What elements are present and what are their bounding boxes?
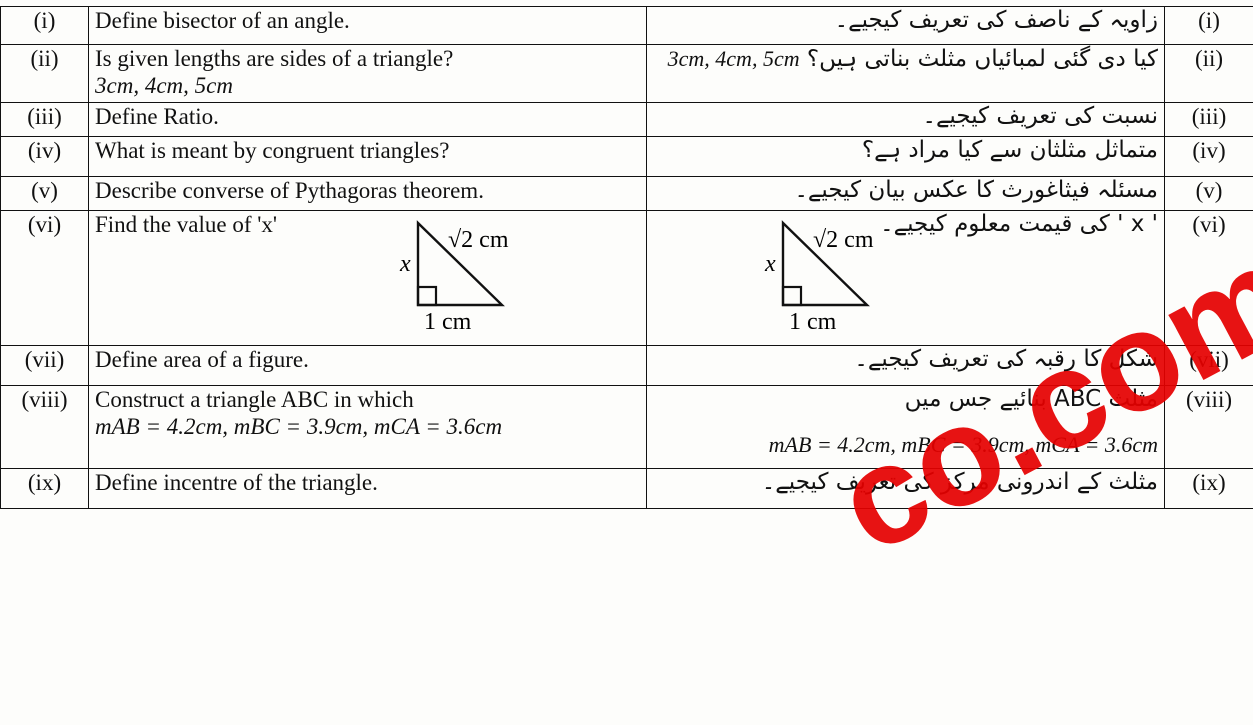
urdu-lengths: 3cm, 4cm, 5cm [668,46,800,71]
urdu-text: مثلث ABC بنائیے جس میں [653,386,1158,413]
question-line: Construct a triangle ABC in which [95,386,640,413]
question-row-ix: (ix) Define incentre of the triangle. مث… [1,469,1253,509]
question-number: (ii) [1,45,89,103]
question-text-urdu: ' x ' کی قیمت معلوم کیجیے۔ x √2 cm 1 cm [647,211,1165,346]
question-text-urdu: مثلث ABC بنائیے جس میں mAB = 4.2cm, mBC … [647,386,1165,469]
question-text-english: Define bisector of an angle. [89,7,647,45]
question-row-iii: (iii) Define Ratio. نسبت کی تعریف کیجیے۔… [1,103,1253,137]
question-text-urdu: متماثل مثلثان سے کیا مراد ہے؟ [647,137,1165,177]
question-number: (iv) [1,137,89,177]
question-number: (i) [1,7,89,45]
question-text-urdu: مسئلہ فیثاغورث کا عکس بیان کیجیے۔ [647,177,1165,211]
hypotenuse-label: √2 cm [813,227,874,253]
questions-table: (i) Define bisector of an angle. زاویہ ک… [0,6,1253,509]
question-measures: mAB = 4.2cm, mBC = 3.9cm, mCA = 3.6cm [95,413,640,440]
question-row-vii: (vii) Define area of a figure. شکل کا رق… [1,346,1253,386]
question-row-i: (i) Define bisector of an angle. زاویہ ک… [1,7,1253,45]
question-number-urdu: (v) [1165,177,1253,211]
question-line: Is given lengths are sides of a triangle… [95,45,640,72]
urdu-measures: mAB = 4.2cm, mBC = 3.9cm, mCA = 3.6cm [653,431,1158,458]
hypotenuse-label: √2 cm [448,227,509,253]
question-number-urdu: (ii) [1165,45,1253,103]
question-number-urdu: (ix) [1165,469,1253,509]
question-number: (v) [1,177,89,211]
question-text-urdu: مثلث کے اندرونی مرکز کی تعریف کیجیے۔ [647,469,1165,509]
base-label: 1 cm [424,309,472,335]
question-text-urdu: شکل کا رقبہ کی تعریف کیجیے۔ [647,346,1165,386]
question-text-urdu: نسبت کی تعریف کیجیے۔ [647,103,1165,137]
question-number-urdu: (iv) [1165,137,1253,177]
question-row-ii: (ii) Is given lengths are sides of a tri… [1,45,1253,103]
base-label: 1 cm [789,309,837,335]
question-number: (vi) [1,211,89,346]
question-number-urdu: (viii) [1165,386,1253,469]
question-number-urdu: (vii) [1165,346,1253,386]
find-x-text: Find the value of 'x' [95,212,277,237]
question-number-urdu: (vi) [1165,211,1253,346]
question-text-english: Is given lengths are sides of a triangle… [89,45,647,103]
question-text-english: Find the value of 'x' x √2 cm 1 cm [89,211,647,346]
question-line: Find the value of 'x' [95,211,640,238]
question-number: (viii) [1,386,89,469]
question-text-english: Define incentre of the triangle. [89,469,647,509]
question-lengths: 3cm, 4cm, 5cm [95,72,640,99]
side-x-label: x [399,251,411,277]
question-number-urdu: (iii) [1165,103,1253,137]
question-text-urdu: زاویہ کے ناصف کی تعریف کیجیے۔ [647,7,1165,45]
question-number: (ix) [1,469,89,509]
question-row-vi: (vi) Find the value of 'x' x √2 cm 1 cm [1,211,1253,346]
question-number: (iii) [1,103,89,137]
question-number: (vii) [1,346,89,386]
question-number-urdu: (i) [1165,7,1253,45]
question-row-viii: (viii) Construct a triangle ABC in which… [1,386,1253,469]
question-row-iv: (iv) What is meant by congruent triangle… [1,137,1253,177]
question-text-english: Describe converse of Pythagoras theorem. [89,177,647,211]
question-text-urdu: کیا دی گئی لمبائیاں مثلث بناتی ہیں؟ 3cm,… [647,45,1165,103]
question-sheet: (i) Define bisector of an angle. زاویہ ک… [0,0,1253,575]
question-text-english: What is meant by congruent triangles? [89,137,647,177]
question-text-english: Construct a triangle ABC in which mAB = … [89,386,647,469]
side-x-label: x [764,251,776,277]
triangle-figure-english: x √2 cm 1 cm [390,213,520,343]
urdu-text: کیا دی گئی لمبائیاں مثلث بناتی ہیں؟ [807,46,1158,72]
question-row-v: (v) Describe converse of Pythagoras theo… [1,177,1253,211]
triangle-figure-urdu: x √2 cm 1 cm [653,213,985,344]
question-text-english: Define Ratio. [89,103,647,137]
question-text-english: Define area of a figure. [89,346,647,386]
